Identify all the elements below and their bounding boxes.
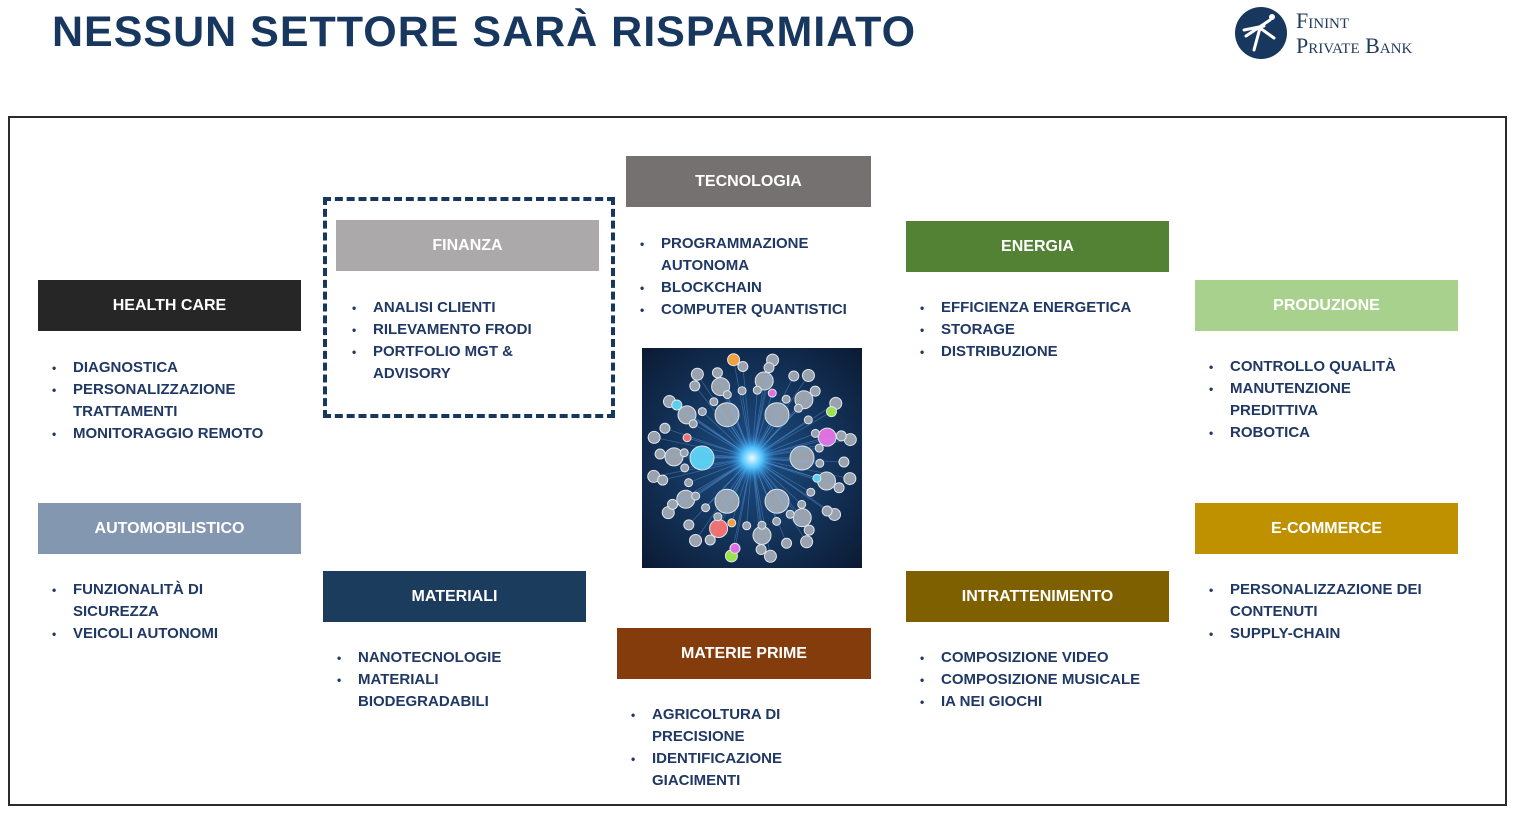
- sector-list-tecnologia: PROGRAMMAZIONE AUTONOMABLOCKCHAINCOMPUTE…: [640, 233, 855, 321]
- sector-list-e-commerce: PERSONALIZZAZIONE DEI CONTENUTISUPPLY-CH…: [1209, 579, 1449, 645]
- list-item: NANOTECNOLOGIE: [337, 647, 517, 669]
- list-item: RILEVAMENTO FRODI: [352, 319, 582, 341]
- list-item: IA NEI GIOCHI: [920, 691, 1160, 713]
- list-item: BLOCKCHAIN: [640, 277, 855, 299]
- list-item: PERSONALIZZAZIONE TRATTAMENTI: [52, 379, 282, 423]
- sector-list-produzione: CONTROLLO QUALITÀMANUTENZIONE PREDITTIVA…: [1209, 356, 1409, 444]
- list-item: SUPPLY-CHAIN: [1209, 623, 1449, 645]
- sector-list-intrattenimento: COMPOSIZIONE VIDEOCOMPOSIZIONE MUSICALEI…: [920, 647, 1160, 713]
- logo-line-2: Private Bank: [1296, 33, 1413, 58]
- sector-header-tecnologia: TECNOLOGIA: [626, 156, 871, 207]
- sectors-frame: [8, 116, 1507, 806]
- list-item: ANALISI CLIENTI: [352, 297, 582, 319]
- sector-header-intrattenimento: INTRATTENIMENTO: [906, 571, 1169, 622]
- bird-emblem-icon: [1235, 7, 1287, 59]
- sector-list-materiali: NANOTECNOLOGIEMATERIALI BIODEGRADABILI: [337, 647, 517, 713]
- list-item: ROBOTICA: [1209, 422, 1409, 444]
- list-item: FUNZIONALITÀ DI SICUREZZA: [52, 579, 252, 623]
- sector-header-materie-prime: MATERIE PRIME: [617, 628, 871, 679]
- list-item: STORAGE: [920, 319, 1150, 341]
- list-item: MONITORAGGIO REMOTO: [52, 423, 282, 445]
- sector-header-e-commerce: E-COMMERCE: [1195, 503, 1458, 554]
- list-item: COMPOSIZIONE VIDEO: [920, 647, 1160, 669]
- sector-header-materiali: MATERIALI: [323, 571, 586, 622]
- sector-header-health-care: HEALTH CARE: [38, 280, 301, 331]
- ai-network-image: [642, 348, 862, 568]
- list-item: COMPOSIZIONE MUSICALE: [920, 669, 1160, 691]
- sector-list-finanza: ANALISI CLIENTIRILEVAMENTO FRODIPORTFOLI…: [352, 297, 582, 385]
- sector-list-energia: EFFICIENZA ENERGETICASTORAGEDISTRIBUZION…: [920, 297, 1150, 363]
- list-item: PERSONALIZZAZIONE DEI CONTENUTI: [1209, 579, 1449, 623]
- sector-list-health-care: DIAGNOSTICAPERSONALIZZAZIONE TRATTAMENTI…: [52, 357, 282, 445]
- page-title: NESSUN SETTORE SARÀ RISPARMIATO: [52, 8, 917, 56]
- list-item: VEICOLI AUTONOMI: [52, 623, 252, 645]
- finint-logo: Finint Private Bank: [1234, 6, 1474, 62]
- list-item: PROGRAMMAZIONE AUTONOMA: [640, 233, 855, 277]
- list-item: CONTROLLO QUALITÀ: [1209, 356, 1409, 378]
- list-item: DISTRIBUZIONE: [920, 341, 1150, 363]
- logo-line-1: Finint: [1296, 8, 1350, 33]
- list-item: MANUTENZIONE PREDITTIVA: [1209, 378, 1409, 422]
- sector-header-automobilistico: AUTOMOBILISTICO: [38, 503, 301, 554]
- finanza-highlight-box: [323, 197, 615, 418]
- list-item: PORTFOLIO MGT & ADVISORY: [352, 341, 582, 385]
- list-item: IDENTIFICAZIONE GIACIMENTI: [631, 748, 811, 792]
- sector-header-finanza: FINANZA: [336, 220, 599, 271]
- sector-header-produzione: PRODUZIONE: [1195, 280, 1458, 331]
- list-item: DIAGNOSTICA: [52, 357, 282, 379]
- list-item: EFFICIENZA ENERGETICA: [920, 297, 1150, 319]
- list-item: AGRICOLTURA DI PRECISIONE: [631, 704, 811, 748]
- sector-header-energia: ENERGIA: [906, 221, 1169, 272]
- sector-list-automobilistico: FUNZIONALITÀ DI SICUREZZAVEICOLI AUTONOM…: [52, 579, 252, 645]
- list-item: COMPUTER QUANTISTICI: [640, 299, 855, 321]
- sector-list-materie-prime: AGRICOLTURA DI PRECISIONEIDENTIFICAZIONE…: [631, 704, 811, 792]
- list-item: MATERIALI BIODEGRADABILI: [337, 669, 517, 713]
